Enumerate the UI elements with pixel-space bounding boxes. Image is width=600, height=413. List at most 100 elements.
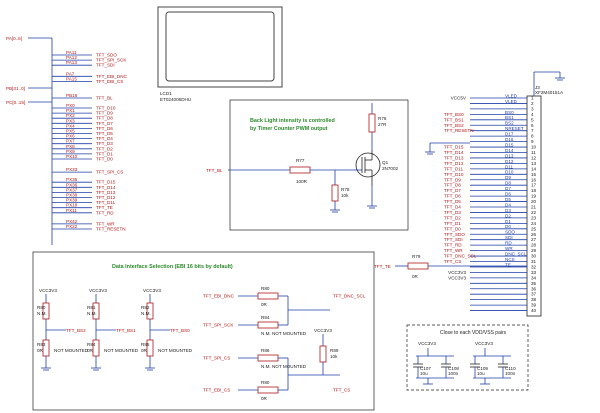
route-resistor xyxy=(257,321,279,329)
bus-net-label: TFT_D15 xyxy=(96,180,116,185)
connector-net-label: TFT_D3 xyxy=(444,210,461,215)
bus-net-label: TFT_D9 xyxy=(96,111,113,116)
connector-pin-signal: WR xyxy=(505,246,513,251)
bus-net-label: TFT_SDO xyxy=(96,53,117,58)
pullup-vcc: VCC3V3 xyxy=(314,328,332,333)
bus-net-label: TFT_TE xyxy=(96,205,113,210)
connector-pin-number: 37 xyxy=(531,292,537,297)
bus-net-label: TFT_RESETN xyxy=(96,227,126,232)
connector-pin-number: 8 xyxy=(531,134,534,139)
bus-pin-label: PX33 xyxy=(66,167,78,172)
connector-net-label: VCC3V3 xyxy=(448,270,466,275)
strap-not-mounted: NOT MOUNTED xyxy=(158,348,193,353)
bus-pin-label: PA13 xyxy=(66,60,77,65)
r79-value: 0R xyxy=(412,274,419,279)
strap-top-ref: R80 xyxy=(37,305,46,310)
strap-top-value: N.M. xyxy=(37,311,47,316)
connector-pin-number: 31 xyxy=(531,259,537,264)
connector-j3: J3 XF2M40151A 1VLEDVCC5V2VLED34BS0TFT_BS… xyxy=(374,71,565,317)
connector-pin-signal: D1 xyxy=(505,219,511,224)
bus-pin-label: PX18 xyxy=(66,203,78,208)
strap-vcc: VCC3V3 xyxy=(143,288,161,293)
bus-pin-label: PX39 xyxy=(66,198,78,203)
r79-resistor xyxy=(407,262,429,270)
route-from-net: TFT_SPI_CS xyxy=(203,356,230,361)
route-resistor xyxy=(257,292,279,300)
connector-net-label: TFT_D1 xyxy=(444,221,461,226)
bus-label-pb: PB[31..0] xyxy=(6,86,25,91)
bus-net-label: TFT_D10 xyxy=(96,106,116,111)
connector-pin-number: 32 xyxy=(531,264,537,269)
strap-net: TFT_BS1 xyxy=(116,328,136,333)
connector-pin-signal: D12 xyxy=(505,159,514,164)
strap-bottom-ref: R83 xyxy=(37,342,46,347)
bus-pa: PA[0..6] xyxy=(6,36,52,41)
r78-value: 10k xyxy=(341,193,349,198)
connector-net-label: TFT_BS1 xyxy=(444,117,464,122)
bus-pin-label: PX37 xyxy=(66,187,78,192)
bus-net-label: TFT_D6 xyxy=(96,126,113,131)
bus-net-label: TFT_D2 xyxy=(96,146,113,151)
bus-pin-label: PX36 xyxy=(66,182,78,187)
connector-pin-number: 3 xyxy=(531,106,534,111)
bus-label-pa: PA[0..6] xyxy=(6,36,22,41)
connector-pin-number: 9 xyxy=(531,139,534,144)
bus-pin-label: PX42 xyxy=(66,219,78,224)
bus-net-label: TFT_D7 xyxy=(96,121,113,126)
bus-pin-label: PX11 xyxy=(66,208,77,213)
backlight-subtitle: by Timer Counter PWM output xyxy=(250,126,328,132)
connector-pin-number: 17 xyxy=(531,183,537,188)
connector-pin-signal: RD xyxy=(505,241,512,246)
connector-net-label: TFT_D14 xyxy=(444,150,464,155)
connector-net-label: TFT_SDI xyxy=(444,237,463,242)
connector-pin-number: 33 xyxy=(531,270,537,275)
bus-pin-label: PX2 xyxy=(66,113,75,118)
connector-pin-signal: NCS xyxy=(505,257,515,262)
connector-net-label: TFT_CS xyxy=(444,259,461,264)
strap-vcc: VCC3V3 xyxy=(89,288,107,293)
bus-net-label: TFT_BL xyxy=(96,96,113,101)
connector-pin-signal: D13 xyxy=(505,153,514,158)
r77-resistor xyxy=(289,166,311,174)
bus-net-label: TFT_SPI_SCK xyxy=(96,58,127,63)
bus-net-label: TFT_D1 xyxy=(96,151,113,156)
strap-bottom-value: 0R xyxy=(37,348,44,353)
capacitor-value: 100n xyxy=(448,371,459,376)
capacitor-value: 100n xyxy=(505,371,516,376)
lcd-part: ET024006DHU xyxy=(160,97,191,102)
strap-net: TFT_BS0 xyxy=(170,328,190,333)
connector-pin-number: 24 xyxy=(531,221,537,226)
connector-net-label: TFT_WR xyxy=(444,248,463,253)
capacitor-ref: C109 xyxy=(477,366,488,371)
te-net: TFT_TE xyxy=(374,264,391,269)
connector-pin-signal: VLED xyxy=(505,99,518,104)
r76-value: 27R xyxy=(378,122,387,127)
bus-pin-label: PA15 xyxy=(66,76,77,81)
r79-ref: R79 xyxy=(412,254,421,259)
route-to-net: TFT_DNC_SCL xyxy=(333,294,366,299)
route-resistor-ref: R80 xyxy=(261,380,270,385)
connector-pin-signal: D15 xyxy=(505,142,514,147)
connector-pin-signal: SDI xyxy=(505,235,513,240)
connector-pin-number: 34 xyxy=(531,275,537,280)
connector-net-label: TFT_D6 xyxy=(444,194,461,199)
connector-net-label: TFT_BS2 xyxy=(444,123,464,128)
connector-ref: J3 xyxy=(535,85,540,90)
connector-net-label: TFT_D2 xyxy=(444,215,461,220)
connector-pin-number: 16 xyxy=(531,177,537,182)
connector-net-label: TFT_D0 xyxy=(444,226,461,231)
route-resistor-value: N.M. NOT MOUNTED xyxy=(261,331,307,336)
bus-net-label: TFT_D14 xyxy=(96,185,116,190)
bus-net-label: TFT_SPI_CS xyxy=(96,170,123,175)
strap-bottom-value: 0R xyxy=(141,348,148,353)
r76-ref: R76 xyxy=(378,116,387,121)
connector-net-label: TFT_BS0 xyxy=(444,112,464,117)
strap-bottom-ref: R85 xyxy=(141,342,150,347)
connector-net-label: TFT_D15 xyxy=(444,145,464,150)
bus-pin-label: PA11 xyxy=(66,50,77,55)
bus-net-label: TFT_WR xyxy=(96,221,115,226)
r76-resistor xyxy=(368,113,376,133)
connector-pin-number: 2 xyxy=(531,101,534,106)
backlight-net-in: TFT_BL xyxy=(206,168,223,173)
bus-net-label: TFT_D12 xyxy=(96,195,116,200)
